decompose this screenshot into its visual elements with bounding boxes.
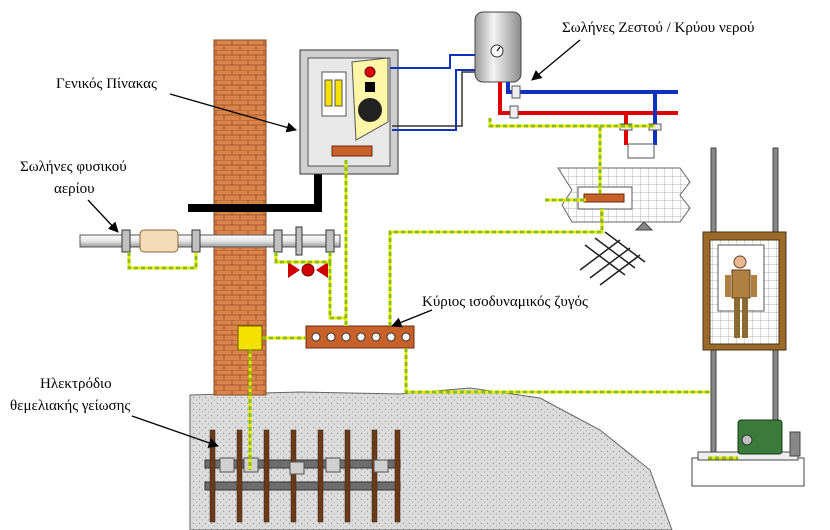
hot-cold-water-pipes: [498, 82, 678, 159]
main-distribution-panel: [299, 49, 399, 175]
supply-cable: [188, 172, 322, 212]
leader-arrows: [87, 39, 581, 448]
bathroom-floor-section: [557, 167, 691, 286]
label-main-panel: Γενικός Πίνακας: [56, 76, 157, 92]
wall-bonding-clamp: [237, 325, 263, 351]
main-bonding-bar: [305, 325, 415, 349]
foundation-earth-electrode: [204, 429, 401, 523]
water-heater: [474, 11, 522, 83]
label-electrode-1: Ηλεκτρόδιο: [40, 376, 112, 392]
label-gas-pipes-1: Σωλήνες φυσικού: [20, 159, 127, 175]
bonding-conductors: [127, 118, 738, 470]
elevator-shaft: [691, 147, 805, 487]
label-main-bonding-bar: Κύριος ισοδυναμικός ζυγός: [422, 294, 588, 310]
label-hot-cold-water-pipes: Σωλήνες Ζεστού / Κρύου νερού: [562, 20, 754, 36]
label-gas-pipes-2: αερίου: [54, 181, 95, 197]
ground-soil: [189, 387, 673, 530]
label-electrode-2: θεμελιακής γείωσης: [10, 398, 130, 414]
gas-pipe: [79, 226, 341, 278]
